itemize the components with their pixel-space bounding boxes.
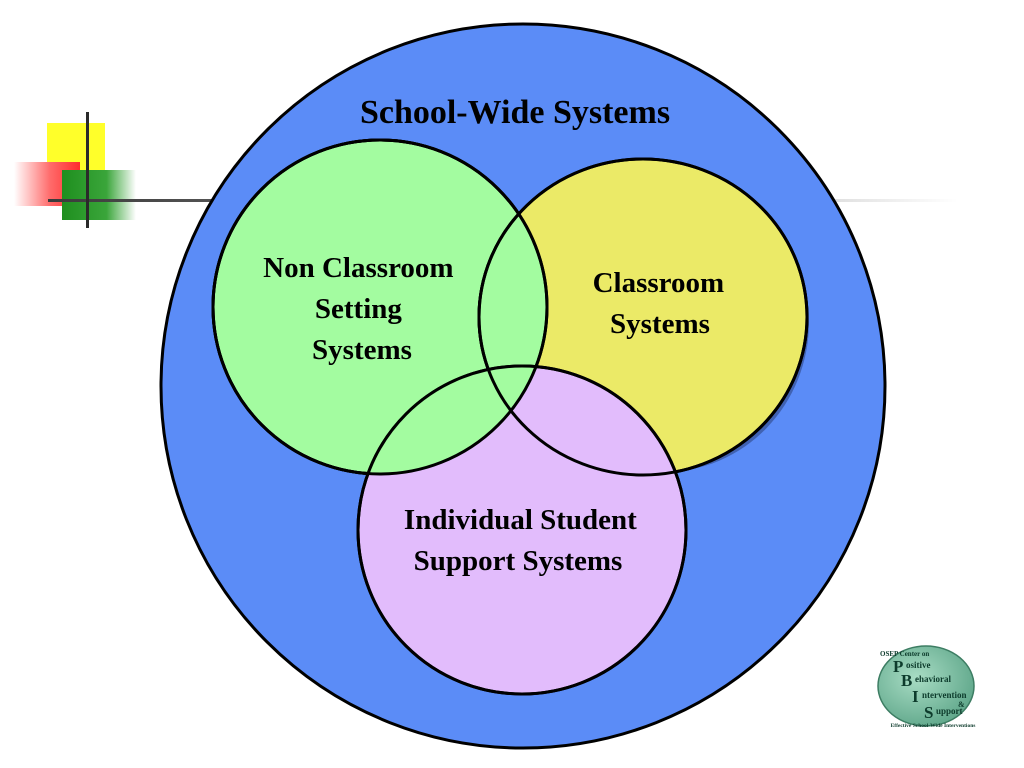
- corner-green-square: [62, 170, 136, 220]
- classroom-label-line-1: Classroom: [593, 267, 725, 299]
- individual-student-label-line-1: Individual Student: [404, 504, 637, 536]
- non-classroom-label: Non Classroom Setting Systems: [263, 252, 461, 366]
- overlap-green-purple: [358, 366, 547, 474]
- classroom-label-line-2: Systems: [610, 308, 710, 340]
- classroom-label: Classroom Systems: [593, 267, 732, 340]
- corner-vertical-line: [86, 112, 89, 228]
- pbis-logo-word-support: upport: [936, 706, 963, 716]
- pbis-logo-ampersand: &: [958, 700, 965, 709]
- pbis-logo-tagline: Effective School-Wide Interventions: [891, 723, 976, 729]
- pbis-logo-emblem: [877, 645, 975, 727]
- pbis-logo-top-line: OSEP Center on: [880, 650, 929, 658]
- pbis-logo-letter-p: P: [893, 657, 903, 676]
- pbis-logo-word-positive: ositive: [906, 660, 931, 670]
- classroom-outline-top: [477, 157, 809, 477]
- non-classroom-label-line-1: Non Classroom: [263, 252, 453, 284]
- individual-student-label: Individual Student Support Systems: [404, 504, 644, 577]
- non-classroom-outline-top: [211, 138, 549, 476]
- individual-outline-top: [356, 364, 688, 696]
- pbis-logo-letter-b: B: [901, 671, 912, 690]
- non-classroom-label-line-3: Systems: [312, 334, 412, 366]
- non-classroom-label-line-2: Setting: [315, 293, 403, 325]
- pbis-logo-letter-s: S: [924, 703, 933, 722]
- pbis-logo-letter-i: I: [912, 687, 919, 706]
- school-wide-systems-title: School-Wide Systems: [360, 94, 670, 131]
- individual-student-label-line-2: Support Systems: [414, 545, 623, 577]
- pbis-logo-word-intervention: ntervention: [922, 690, 967, 700]
- pbis-logo: OSEP Center on P ositive B ehavioral I n…: [877, 645, 976, 729]
- pbis-logo-word-behavioral: ehavioral: [915, 674, 951, 684]
